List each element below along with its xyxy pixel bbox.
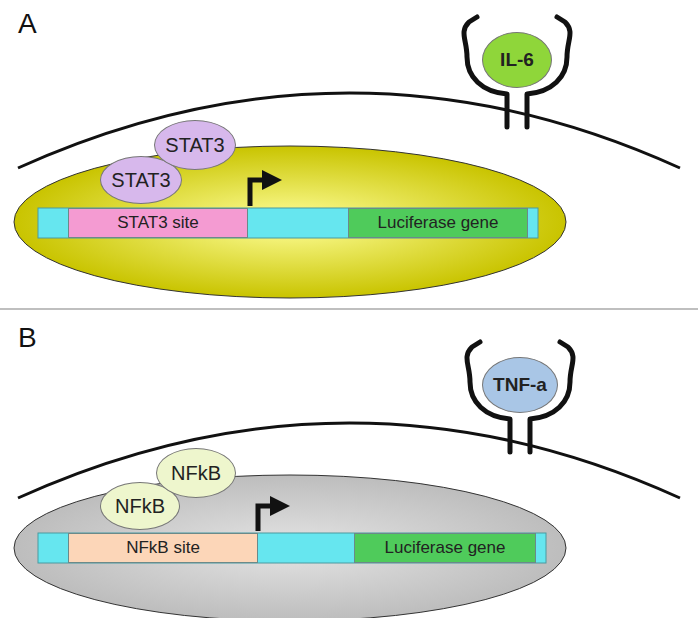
node-text: TNF-a	[493, 374, 547, 396]
node-text: STAT3	[165, 134, 224, 157]
node-text: STAT3 site	[117, 213, 199, 233]
node-text: STAT3	[111, 169, 170, 192]
receptor	[464, 17, 570, 127]
node-text: Luciferase gene	[385, 538, 506, 558]
panel-label: B	[18, 322, 37, 354]
nucleus	[14, 475, 566, 618]
protein-ellipse: NFkB	[156, 448, 236, 498]
transcription-arrow	[250, 180, 266, 206]
gene-box: Luciferase gene	[354, 533, 536, 563]
protein-ellipse: STAT3	[154, 120, 236, 170]
transcription-arrow	[258, 506, 274, 531]
gene-box: Luciferase gene	[348, 208, 528, 238]
receptor	[467, 342, 573, 452]
gene-box: NFkB site	[68, 533, 258, 563]
node-text: IL-6	[500, 49, 534, 71]
protein-ellipse: TNF-a	[482, 357, 558, 413]
panel-label: A	[18, 8, 37, 40]
panel-divider	[0, 308, 698, 310]
node-text: NFkB	[171, 462, 221, 485]
dna-strand	[38, 208, 538, 238]
protein-ellipse: IL-6	[482, 32, 552, 88]
dna-strand	[38, 533, 546, 563]
node-text: NFkB site	[126, 538, 200, 558]
node-text: Luciferase gene	[378, 213, 499, 233]
gene-box: STAT3 site	[68, 208, 248, 238]
node-text: NFkB	[115, 495, 165, 518]
nucleus	[14, 146, 566, 298]
